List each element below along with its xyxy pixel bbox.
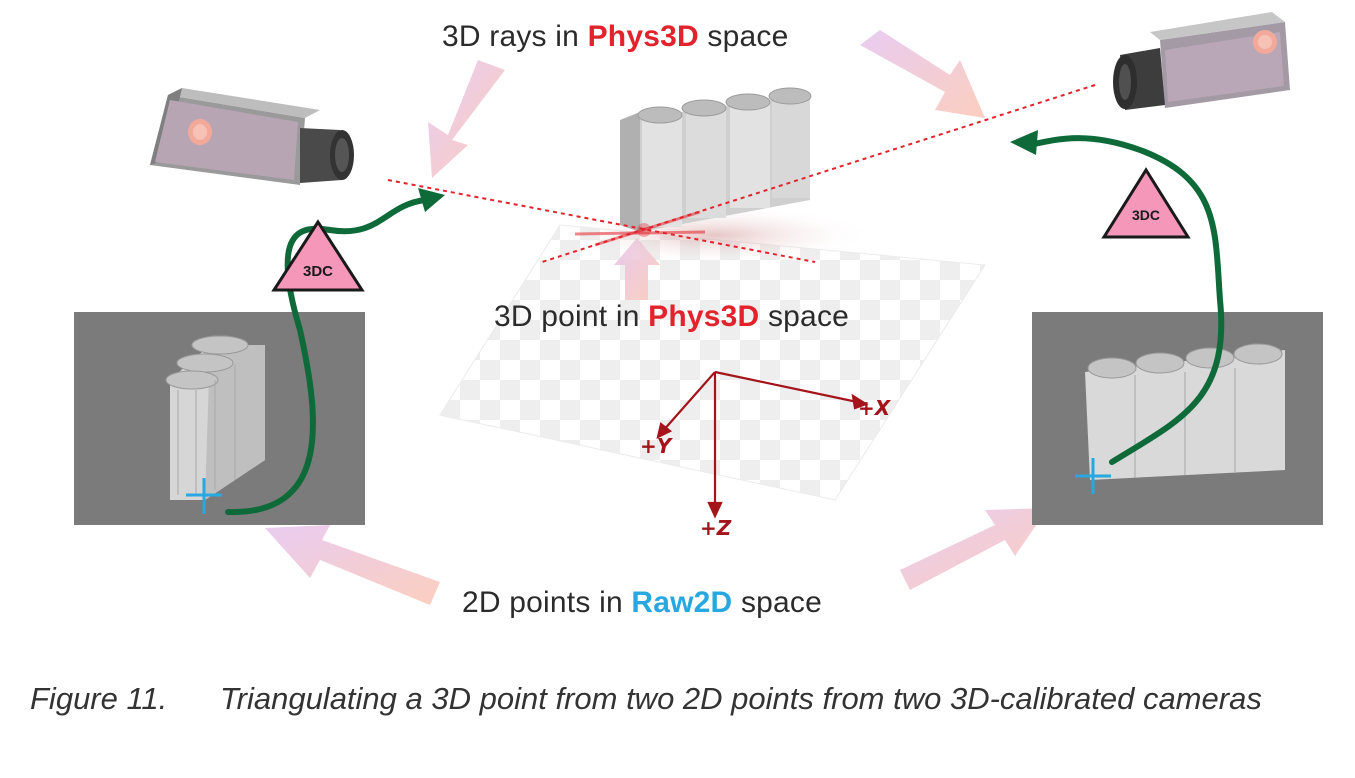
coordinate-axes	[656, 370, 869, 519]
label-2d-points-space: Raw2D	[631, 586, 733, 619]
figure-number: Figure 11.	[30, 681, 168, 716]
right-camera	[1113, 12, 1290, 110]
arrow-rays-right	[860, 30, 985, 118]
label-3d-rays-prefix: 3D rays in	[442, 20, 588, 53]
badge-right-label: 3DC	[1132, 207, 1160, 223]
arrow-2d-left	[265, 525, 440, 605]
left-camera	[150, 88, 354, 185]
right-image-point-marker	[1075, 458, 1111, 494]
badge-left-triangle	[271, 219, 365, 292]
axis-y-label: +Y	[640, 434, 672, 458]
label-3d-rays-suffix: space	[698, 20, 789, 53]
arrow-2d-right	[900, 508, 1048, 590]
diagram-canvas: 3DC 3DC	[74, 12, 1323, 605]
badge-right-triangle	[1101, 167, 1191, 239]
right-transform-path	[1027, 135, 1225, 465]
label-3d-point-space: Phys3D	[648, 300, 760, 333]
arrow-rays-left	[428, 60, 505, 178]
central-block	[555, 87, 875, 265]
label-3d-point-suffix: space	[759, 300, 850, 333]
right-path-arrowhead	[1010, 130, 1038, 155]
axis-z-label: +Z	[700, 516, 732, 540]
badge-left-label: 3DC	[303, 263, 333, 280]
left-image-panel	[74, 312, 365, 525]
figure-caption-text: Triangulating a 3D point from two 2D poi…	[220, 681, 1262, 716]
label-2d-points-prefix: 2D points in	[462, 586, 632, 619]
label-2d-points: 2D points in Raw2D space	[462, 586, 822, 620]
ray-left	[387, 179, 816, 263]
triangulation-diagram: 3DC 3DC	[74, 12, 1323, 605]
left-image-point-marker	[186, 478, 222, 514]
label-2d-points-suffix: space	[732, 586, 822, 619]
ray-lines	[387, 84, 1096, 263]
label-3d-rays: 3D rays in Phys3D space	[442, 20, 788, 54]
label-3d-rays-space: Phys3D	[587, 20, 699, 53]
left-path-arrowhead	[418, 188, 445, 212]
checkerboard-floor	[439, 224, 986, 501]
label-3d-point: 3D point in Phys3D space	[494, 300, 849, 334]
label-3d-point-prefix: 3D point in	[494, 300, 649, 333]
axis-x-label: +X	[858, 396, 891, 420]
triangulated-point	[637, 223, 651, 237]
